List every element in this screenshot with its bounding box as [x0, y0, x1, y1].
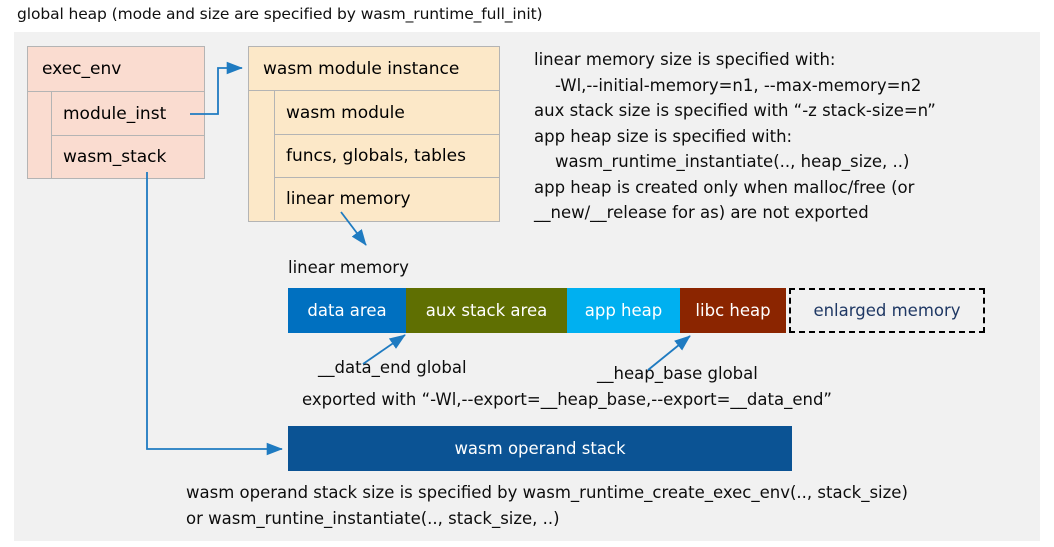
memory-segment-data-area: data area: [288, 288, 406, 333]
module-instance-fields: wasm module funcs, globals, tables linea…: [275, 91, 499, 220]
module-instance-gutter: [249, 91, 275, 220]
exec-env-gutter: [28, 92, 52, 178]
memory-segment-aux-stack-area: aux stack area: [406, 288, 567, 333]
module-instance-body: wasm module funcs, globals, tables linea…: [249, 91, 499, 220]
linear-memory-bar-label: linear memory: [288, 258, 409, 277]
page-title: global heap (mode and size are specified…: [17, 5, 543, 23]
operand-stack-note: wasm operand stack size is specified by …: [186, 483, 908, 528]
export-flags-note: exported with “-Wl,--export=__heap_base,…: [302, 390, 832, 409]
memory-segment-libc-heap: libc heap: [680, 288, 786, 333]
exec-env-field-module-inst: module_inst: [63, 103, 167, 124]
exec-env-body: module_inst wasm_stack: [28, 92, 204, 178]
exec-env-header: exec_env: [28, 47, 204, 92]
exec-env-field-wasm-stack: wasm_stack: [52, 135, 204, 178]
module-instance-field-wasm-module: wasm module: [286, 102, 405, 123]
module-instance-header: wasm module instance: [249, 47, 499, 91]
linear-memory-note: linear memory size is specified with: -W…: [534, 50, 936, 222]
module-instance-field-funcs-globals-tables: funcs, globals, tables: [275, 134, 499, 177]
wasm-module-instance-box: wasm module instance wasm module funcs, …: [248, 46, 500, 222]
data-end-global-label: __data_end global: [318, 358, 467, 377]
memory-segment-enlarged-memory: enlarged memory: [789, 288, 985, 333]
heap-base-global-label: __heap_base global: [597, 364, 758, 383]
memory-segment-app-heap: app heap: [567, 288, 680, 333]
exec-env-box: exec_env module_inst wasm_stack: [27, 46, 205, 179]
exec-env-fields: module_inst wasm_stack: [52, 92, 204, 178]
module-instance-field-linear-memory: linear memory: [275, 177, 499, 220]
wasm-operand-stack-bar: wasm operand stack: [288, 426, 792, 471]
